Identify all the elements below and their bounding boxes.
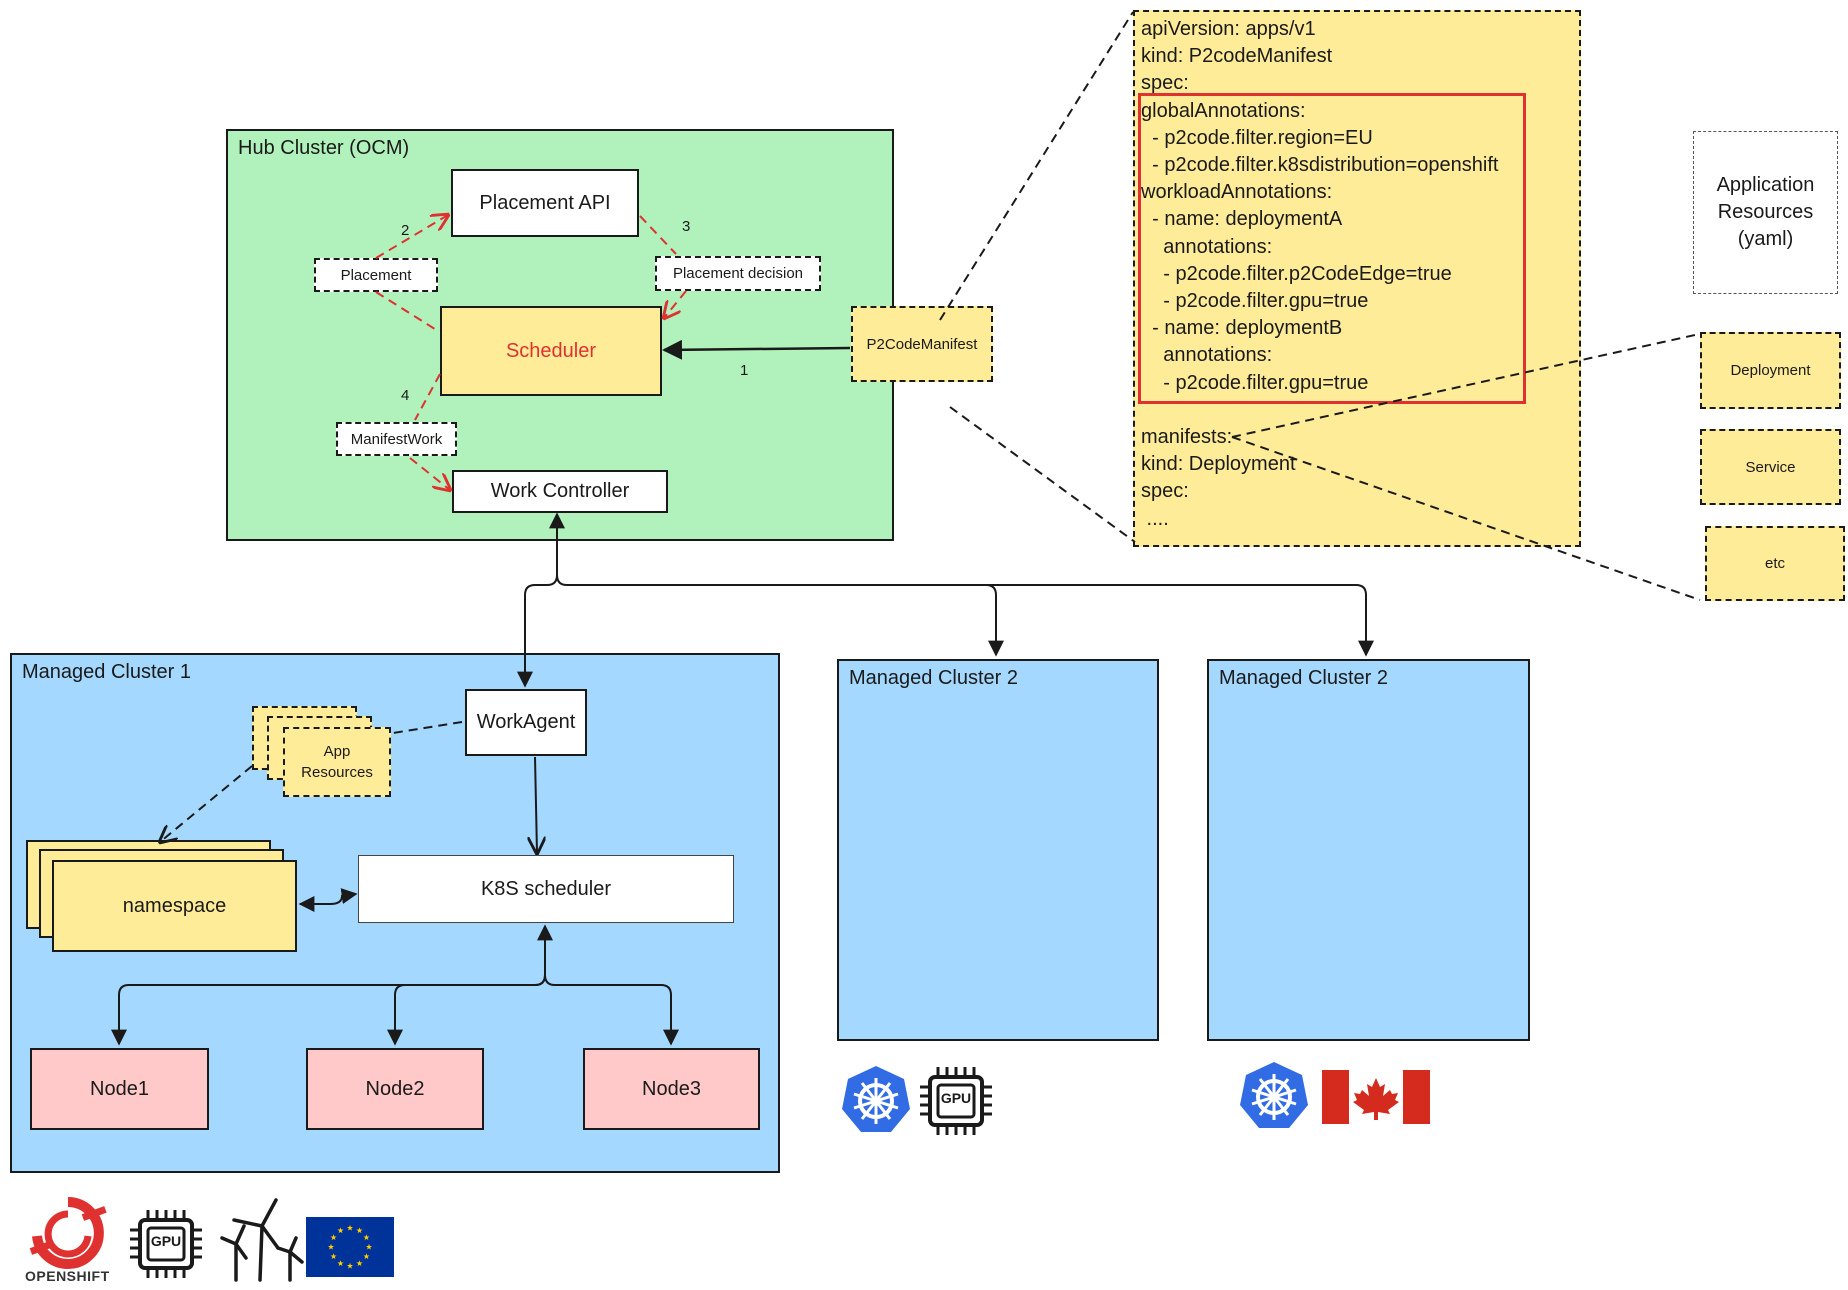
manifest-line: apiVersion: apps/v1: [1141, 18, 1316, 40]
k8s-scheduler-box[interactable]: K8S scheduler: [358, 855, 734, 923]
gpu-chip-icon: GPU: [918, 1065, 994, 1137]
managed-cluster-3: Managed Cluster 2: [1207, 659, 1530, 1041]
eu-star: [356, 1227, 363, 1234]
manifest-line: - name: deploymentA: [1141, 208, 1343, 231]
placement-decision-label-box: Placement decision: [655, 256, 821, 291]
etc-resource-box: etc: [1705, 526, 1845, 601]
manifest-yaml-panel: apiVersion: apps/v1 kind: P2codeManifest s…: [1133, 10, 1581, 547]
p2codemanifest-box[interactable]: P2CodeManifest: [851, 306, 993, 382]
gpu-chip-label: GPU: [940, 1090, 972, 1106]
manifest-line: - name: deploymentB: [1141, 317, 1343, 340]
manifest-line: spec:: [1141, 480, 1189, 503]
eu-star: [346, 1224, 354, 1231]
eu-star: [356, 1260, 363, 1267]
placement-label-box: Placement: [314, 258, 438, 292]
hub-cluster-title: Hub Cluster (OCM): [238, 137, 410, 159]
manifest-line: annotations:: [1141, 235, 1273, 258]
manifestwork-flow-arrow: [409, 373, 450, 490]
manifest-callout-line-bottom: [949, 406, 1136, 543]
eu-star: [363, 1253, 370, 1260]
managed-cluster-2: Managed Cluster 2: [837, 659, 1159, 1041]
manifest-line: - p2code.filter.k8sdistribution=openshif…: [1141, 154, 1499, 177]
eu-star: [346, 1262, 354, 1269]
eu-star: [330, 1234, 337, 1241]
canada-flag-icon: [1322, 1070, 1430, 1124]
manifest-line: - p2code.filter.region=EU: [1141, 126, 1373, 149]
work-controller-box[interactable]: Work Controller: [452, 470, 668, 513]
application-resources-label: Application Resources (yaml): [1693, 131, 1838, 294]
wind-turbine-icon: [220, 1198, 304, 1282]
managed-cluster-1-title: Managed Cluster 1: [22, 661, 191, 683]
workagent-to-app-resources-line: [392, 721, 463, 734]
managed-cluster-3-title: Managed Cluster 2: [1219, 667, 1388, 689]
node2-box[interactable]: Node2: [306, 1048, 484, 1130]
manifest-yaml-text: apiVersion: apps/v1 kind: P2codeManifest s…: [1135, 12, 1579, 537]
placement-flow-arrow: [375, 215, 448, 332]
manifest-line: kind: Deployment: [1141, 453, 1296, 476]
annotations-highlight-box: [1138, 93, 1526, 404]
namespace-k8s-arrow: [298, 888, 358, 912]
eu-star: [327, 1243, 335, 1250]
app-resources-box[interactable]: App Resources: [283, 727, 391, 797]
eu-star: [330, 1253, 337, 1260]
k8s-to-nodes-connectors: [111, 924, 679, 1046]
openshift-logo-label: OPENSHIFT: [25, 1268, 110, 1284]
kubernetes-icon: [842, 1066, 910, 1132]
workagent-box[interactable]: WorkAgent: [465, 689, 587, 756]
managed-cluster-2-title: Managed Cluster 2: [849, 667, 1018, 689]
hub-to-managed-connectors: [517, 512, 1374, 688]
placement-decision-flow-arrow: [639, 215, 687, 318]
node3-box[interactable]: Node3: [583, 1048, 760, 1130]
manifest-line: annotations:: [1141, 344, 1273, 367]
eu-star: [365, 1243, 373, 1250]
eu-flag-icon: [306, 1217, 394, 1277]
step-4-label: 4: [401, 387, 410, 404]
manifests-to-legend-line-bottom: [1231, 436, 1701, 601]
manifests-to-legend-line-top: [1231, 334, 1696, 438]
gpu-chip-icon: GPU: [128, 1208, 204, 1280]
manifest-line: workloadAnnotations:: [1141, 181, 1333, 204]
app-resources-to-namespace-arrow: [160, 765, 253, 842]
manifest-callout-line-top: [939, 11, 1134, 321]
scheduler-box[interactable]: Scheduler: [440, 306, 662, 396]
p2codemanifest-to-scheduler-arrow: [662, 339, 851, 360]
deployment-resource-box: Deployment: [1700, 332, 1841, 409]
eu-star: [337, 1260, 344, 1267]
manifestwork-label-box: ManifestWork: [336, 422, 457, 456]
service-resource-box: Service: [1700, 429, 1841, 505]
manifest-line: kind: P2codeManifest: [1141, 45, 1333, 68]
eu-star: [337, 1227, 344, 1234]
manifest-line: - p2code.filter.gpu=true: [1141, 290, 1369, 313]
placement-api-box[interactable]: Placement API: [451, 169, 639, 237]
manifest-line: globalAnnotations:: [1141, 99, 1306, 122]
node1-box[interactable]: Node1: [30, 1048, 209, 1130]
step-3-label: 3: [682, 218, 691, 235]
step-2-label: 2: [401, 222, 410, 239]
step-1-label: 1: [740, 362, 749, 379]
manifest-line: ....: [1141, 507, 1169, 530]
manifest-line: spec:: [1141, 72, 1189, 95]
manifest-line: manifests:: [1141, 426, 1233, 449]
workagent-to-k8s-arrow: [535, 756, 537, 853]
kubernetes-icon: [1240, 1062, 1308, 1128]
gpu-chip-label: GPU: [150, 1233, 182, 1249]
eu-star: [363, 1234, 370, 1241]
manifest-line: - p2code.filter.gpu=true: [1141, 371, 1369, 394]
openshift-logo-icon: [29, 1197, 107, 1269]
manifest-line: - p2code.filter.p2CodeEdge=true: [1141, 262, 1452, 285]
